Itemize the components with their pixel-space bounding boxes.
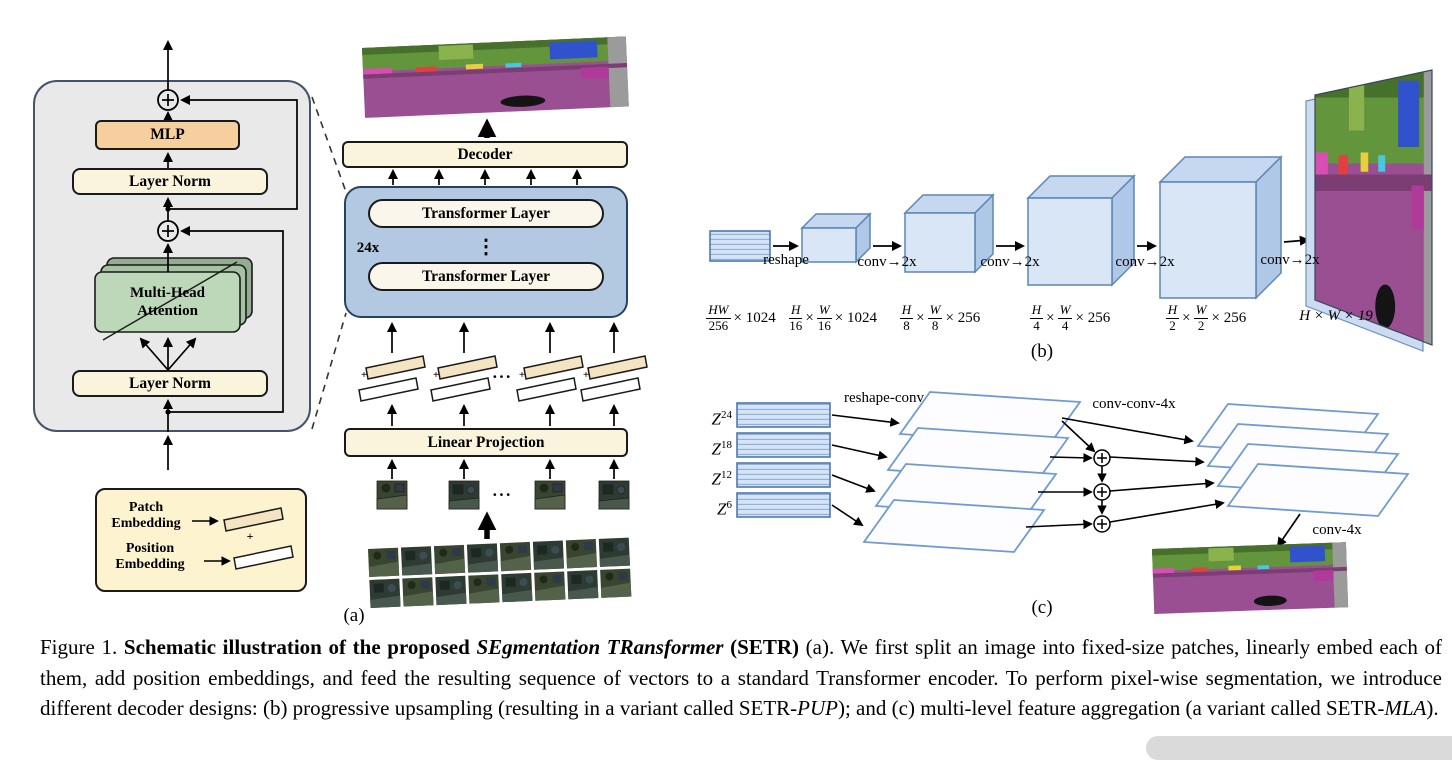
segmentation-output-a [362, 36, 629, 118]
add-icon [157, 89, 179, 111]
patch-embedding-strip [223, 507, 284, 532]
multi-head-attention-stack [94, 257, 253, 341]
sequence-feature-z6 [736, 492, 831, 518]
embedding-ellipsis: ··· [492, 367, 513, 386]
layer-norm-box-bottom: Layer Norm [72, 370, 268, 397]
reshape-label: reshape [763, 251, 809, 268]
detail-block-graphics [94, 39, 298, 470]
feature-box-4 [1026, 174, 1136, 287]
sequence-feature-z18 [736, 432, 831, 458]
legend-position-embedding-label: Position Embedding [115, 541, 185, 572]
layer-norm-box-top: Layer Norm [72, 168, 268, 195]
pipeline-arrows [386, 118, 620, 539]
stream-label-z12: Z12 [711, 469, 732, 489]
embed-plus-sign: + [518, 369, 526, 381]
zoom-connector-lines [311, 96, 347, 430]
mlp-box: MLP [95, 120, 240, 150]
sequence-feature-z24 [736, 402, 831, 428]
linear-projection-box: Linear Projection [344, 428, 628, 457]
residual-connection-2 [168, 94, 298, 210]
embed-plus-sign: + [582, 369, 590, 381]
feature-sheet-4 [863, 499, 1045, 553]
sequence-feature-z12 [736, 462, 831, 488]
multi-head-attention-label: Multi-Head Attention [130, 285, 205, 319]
embed-plus-sign: + [432, 369, 440, 381]
panel-c-label: (c) [1031, 597, 1053, 618]
stream-label-z18: Z18 [711, 439, 732, 459]
conv2x-label: conv→2x [1260, 251, 1320, 268]
encoder-depth-label: 24x [356, 239, 380, 256]
add-icon [1093, 449, 1111, 467]
conv2x-label: conv→2x [857, 253, 917, 270]
panel-b-graphics [709, 69, 1433, 352]
legend-graphics [192, 507, 294, 570]
stream-label-z24: Z24 [711, 409, 732, 429]
panel-b-label: (b) [1030, 341, 1054, 362]
transformer-layer-box-bottom: Transformer Layer [368, 262, 604, 291]
decoder-box: Decoder [342, 141, 628, 168]
stream-label-z6: Z6 [717, 499, 732, 519]
input-patch-grid [368, 537, 632, 608]
aggregation-arrows [831, 414, 1225, 530]
reshape-conv-label: reshape-conv [844, 389, 924, 406]
aggregated-sheet-4 [1227, 463, 1409, 517]
feature-box-2 [1158, 155, 1283, 300]
position-embedding-strip [233, 545, 294, 570]
dim-label-out: H × W × 19 [1299, 307, 1373, 324]
add-icon [157, 220, 179, 242]
bottom-right-overlay [1146, 736, 1452, 760]
embed-plus-sign: + [360, 369, 368, 381]
add-icon [1093, 483, 1111, 501]
patch-ellipsis: ··· [492, 485, 513, 504]
conv2x-label: conv→2x [1115, 253, 1175, 270]
encoder-vdots: ⋮ [476, 235, 496, 258]
transformer-layer-box-top: Transformer Layer [368, 199, 604, 228]
legend-patch-embedding-label: Patch Embedding [111, 500, 181, 531]
conv-4x-label: conv-4x [1312, 521, 1362, 538]
conv4x-arrow [1276, 513, 1301, 548]
segmentation-output-b [1305, 69, 1433, 352]
conv2x-label: conv→2x [980, 253, 1040, 270]
add-icon [1093, 515, 1111, 533]
multi-head-slash [102, 261, 238, 341]
legend-plus-sign: + [246, 528, 254, 543]
sequence-feature-b [709, 230, 771, 262]
panel-c-graphics [736, 391, 1409, 614]
feature-box-8 [903, 193, 995, 274]
panel-a-label: (a) [343, 605, 365, 626]
figure-caption: Figure 1. Schematic illustration of the … [40, 635, 1442, 720]
residual-connection-1 [168, 225, 284, 413]
embedding-legend-box [95, 488, 307, 592]
segmentation-output-c [1152, 542, 1349, 614]
feature-box-16 [800, 212, 872, 264]
conv-conv-4x-label: conv-conv-4x [1092, 395, 1176, 412]
